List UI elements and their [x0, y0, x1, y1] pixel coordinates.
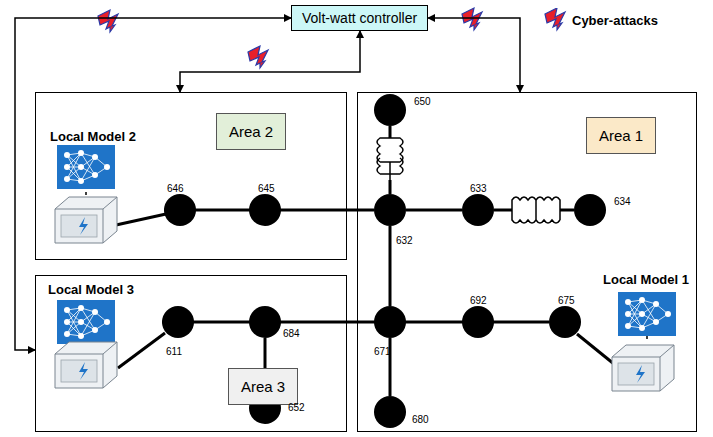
- bus-number: 652: [288, 402, 305, 413]
- bus-number: 675: [558, 295, 575, 306]
- area-tag: Area 1: [586, 117, 656, 154]
- bus-number: 671: [374, 346, 391, 357]
- bus-number: 680: [412, 414, 429, 425]
- control-link: [180, 31, 360, 92]
- legend-row: Cyber-attacks: [543, 8, 658, 32]
- bus-number: 692: [470, 295, 487, 306]
- control-link: [428, 18, 520, 92]
- bus-number: 634: [614, 196, 631, 207]
- model-label: Local Model 2: [50, 129, 136, 144]
- bus-number: 650: [414, 96, 431, 107]
- bus-number: 611: [166, 346, 182, 357]
- bus-number: 633: [470, 183, 487, 194]
- area-tag: Area 2: [216, 113, 286, 150]
- bus-number: 645: [258, 183, 275, 194]
- bus-number: 632: [396, 235, 413, 246]
- area-tag: Area 3: [228, 368, 298, 405]
- model-label: Local Model 3: [48, 282, 134, 297]
- controller-title: Volt-watt controller: [302, 10, 417, 26]
- bus-number: 684: [283, 328, 300, 339]
- controller-box: Volt-watt controller: [291, 5, 428, 31]
- legend-swatch: [543, 8, 569, 32]
- bus-node: [162, 94, 606, 428]
- area-region: Area 1: [357, 92, 697, 432]
- model-label: Local Model 1: [603, 272, 689, 287]
- area-region: Area 2: [35, 92, 347, 260]
- bus-number: 646: [167, 183, 184, 194]
- feeder-lines: [116, 126, 614, 396]
- control-link: [15, 18, 291, 350]
- legend-text: Cyber-attacks: [572, 13, 658, 28]
